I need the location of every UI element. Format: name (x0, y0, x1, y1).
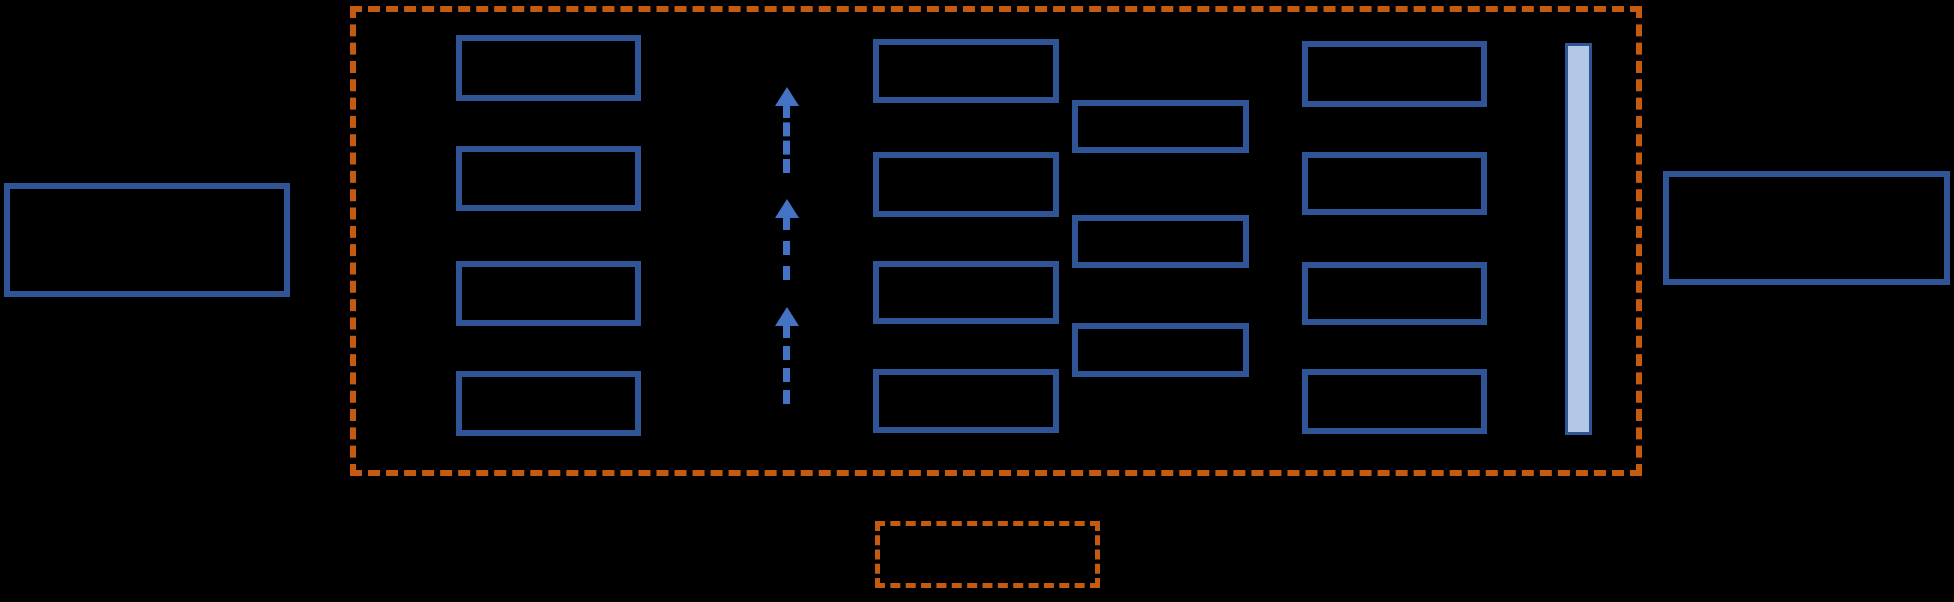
column-1-box-2 (456, 146, 641, 211)
offset-column-box-2 (1072, 215, 1249, 268)
column-2-box-2 (873, 152, 1059, 217)
column-1-box-3 (456, 261, 641, 326)
column-2-box-3 (873, 261, 1059, 324)
up-arrow-dashed-line-3 (783, 324, 790, 404)
column-1-box-1 (456, 35, 641, 101)
column-3-box-1 (1302, 41, 1487, 107)
vertical-bar (1565, 43, 1592, 435)
right-outer-box (1663, 171, 1950, 285)
main-dashed-container (350, 6, 1642, 476)
left-outer-box (4, 183, 290, 297)
up-arrowhead-icon-3 (775, 307, 799, 326)
offset-column-box-1 (1072, 100, 1249, 153)
up-arrow-dashed-line-2 (783, 216, 790, 280)
column-3-box-2 (1302, 152, 1487, 215)
up-arrowhead-icon-1 (775, 87, 799, 106)
column-1-box-4 (456, 371, 641, 436)
bottom-dashed-box (875, 521, 1100, 588)
up-arrow-dashed-line-1 (783, 104, 790, 173)
offset-column-box-3 (1072, 323, 1249, 377)
column-2-box-4 (873, 369, 1059, 433)
column-2-box-1 (873, 39, 1059, 103)
up-arrowhead-icon-2 (775, 199, 799, 218)
column-3-box-4 (1302, 369, 1487, 434)
column-3-box-3 (1302, 262, 1487, 325)
